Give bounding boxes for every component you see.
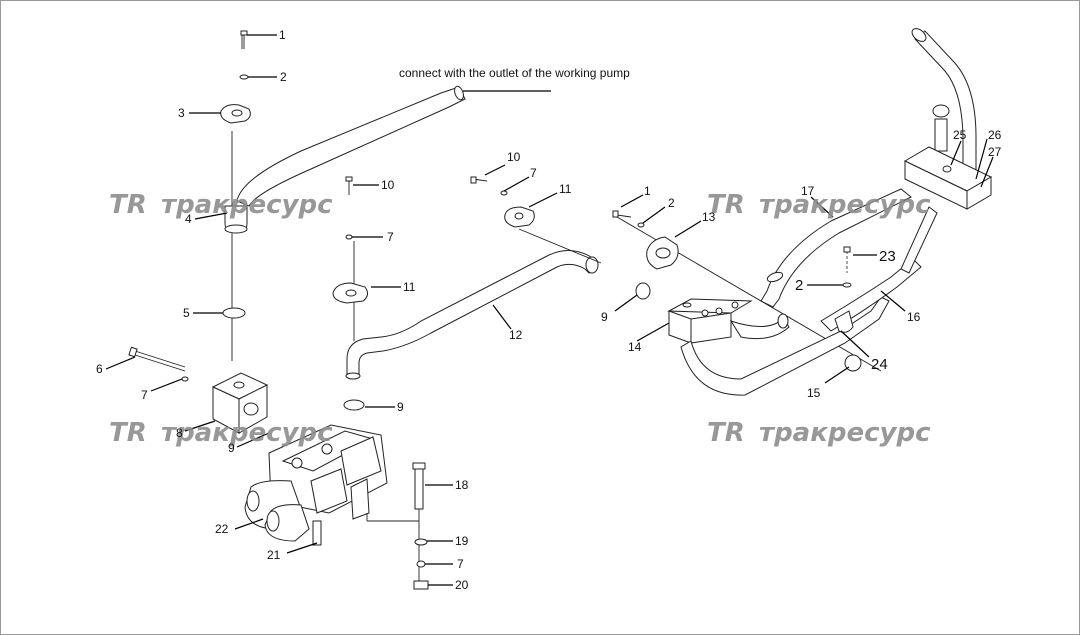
part-label: 9 <box>228 441 235 455</box>
part-label: 19 <box>455 534 469 548</box>
center-right <box>612 210 890 396</box>
watermark-text: тракресурс <box>161 418 333 448</box>
part-label: 26 <box>988 128 1002 142</box>
part-label: 13 <box>702 210 716 224</box>
part-label: 7 <box>387 230 394 244</box>
part-label: 25 <box>953 128 967 142</box>
block-part-14 <box>667 298 753 344</box>
part-label: 10 <box>381 178 395 192</box>
washer-part-2 <box>239 74 249 80</box>
part-label: 15 <box>807 386 821 400</box>
part-label: 2 <box>280 70 287 84</box>
o-ring-part-9c <box>635 282 651 300</box>
part-label: 1 <box>644 184 651 198</box>
right-assembly <box>760 28 993 372</box>
o-ring-part-5 <box>222 307 246 319</box>
pump-outlet-note: connect with the outlet of the working p… <box>399 66 630 80</box>
watermark-logo: TR <box>109 190 147 220</box>
block-part-26 <box>903 146 993 210</box>
part-label: 11 <box>559 182 572 196</box>
part-label: 10 <box>507 150 521 164</box>
part-label: 21 <box>267 548 281 562</box>
watermark-logo: TR <box>109 418 147 448</box>
bolt-part-6 <box>128 346 186 372</box>
part-label: 7 <box>457 557 464 571</box>
washer-part-7 <box>181 376 189 382</box>
washer-part-7b <box>345 234 353 240</box>
watermark-top-left: TR тракресурс <box>109 190 333 220</box>
watermark-top-right: TR тракресурс <box>707 190 931 220</box>
part-label: 16 <box>907 310 921 324</box>
part-label: 1 <box>279 28 286 42</box>
pump-hose <box>236 85 466 207</box>
part-label: 5 <box>183 306 190 320</box>
watermark-bottom-left: TR тракресурс <box>109 418 333 448</box>
part-label: 7 <box>530 166 537 180</box>
part-label: 9 <box>601 310 608 324</box>
pipe12-fasteners <box>470 176 602 264</box>
watermark-logo: TR <box>707 190 745 220</box>
part-label: 4 <box>185 212 192 226</box>
part-label: 20 <box>455 578 469 592</box>
part-labels: 1 2 3 4 5 6 7 8 9 10 7 11 9 12 10 7 11 1… <box>96 28 1002 592</box>
part-label: 7 <box>141 388 148 402</box>
watermark-text: тракресурс <box>759 190 931 220</box>
part-label: 18 <box>455 478 469 492</box>
part-label: 11 <box>403 280 416 294</box>
part-label: 9 <box>397 400 404 414</box>
valve-assembly <box>244 424 429 590</box>
part-label: 3 <box>178 106 185 120</box>
part-label: 8 <box>176 426 183 440</box>
leader-lines <box>105 34 994 586</box>
part-label: 22 <box>215 522 229 536</box>
part-label: 23 <box>879 248 896 265</box>
watermark-bottom-right: TR тракресурс <box>707 418 931 448</box>
part-label: 17 <box>801 184 815 198</box>
watermark-text: тракресурс <box>161 190 333 220</box>
flange-part-3 <box>220 104 251 124</box>
flange-part-11 <box>332 282 369 304</box>
bolt-part-10 <box>345 176 353 195</box>
left-stack <box>128 30 269 434</box>
part-label: 2 <box>668 196 675 210</box>
part-label: 24 <box>871 356 888 373</box>
flange-part-13 <box>646 236 679 270</box>
part-label: 12 <box>509 328 523 342</box>
part-label: 2 <box>795 277 803 294</box>
watermark-text: тракресурс <box>759 418 931 448</box>
middle-stack <box>332 176 369 411</box>
watermark-logo: TR <box>707 418 745 448</box>
part-label: 27 <box>988 145 1002 159</box>
o-ring-part-9 <box>343 399 365 411</box>
pipe-part-12 <box>345 250 599 380</box>
part-label: 14 <box>628 340 642 354</box>
part-label: 6 <box>96 362 103 376</box>
fitting-part-4 <box>224 205 248 234</box>
block-part-8 <box>211 372 269 434</box>
bolt-part-1 <box>240 30 248 49</box>
flange-part-11b <box>504 206 535 228</box>
